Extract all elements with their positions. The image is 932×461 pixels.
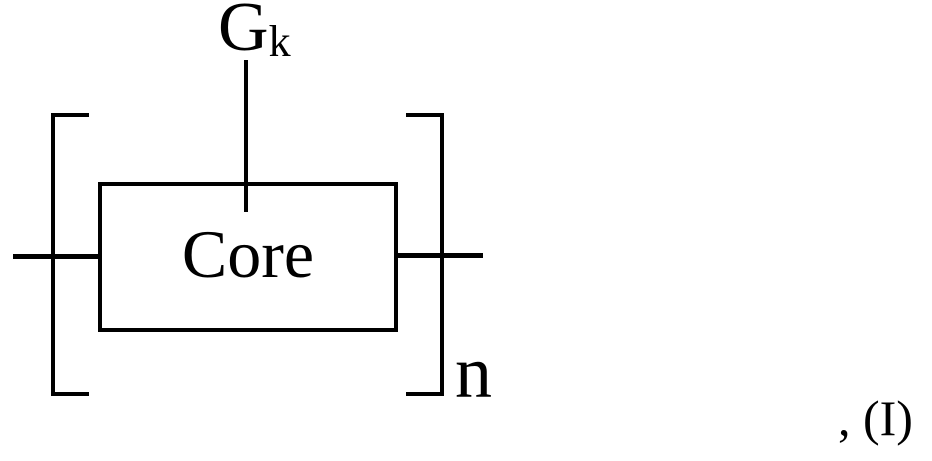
right-bond-line — [398, 253, 483, 258]
substituent-subscript: k — [268, 17, 291, 66]
core-box: Core — [98, 182, 398, 332]
repeat-subscript: n — [455, 332, 492, 414]
core-label: Core — [181, 216, 315, 292]
left-bond-line — [13, 254, 98, 259]
substituent-bond-line — [244, 60, 248, 212]
substituent-symbol: G — [218, 0, 269, 66]
substituent-label: Gk — [218, 0, 291, 64]
formula-designation: , (I) — [838, 390, 913, 446]
